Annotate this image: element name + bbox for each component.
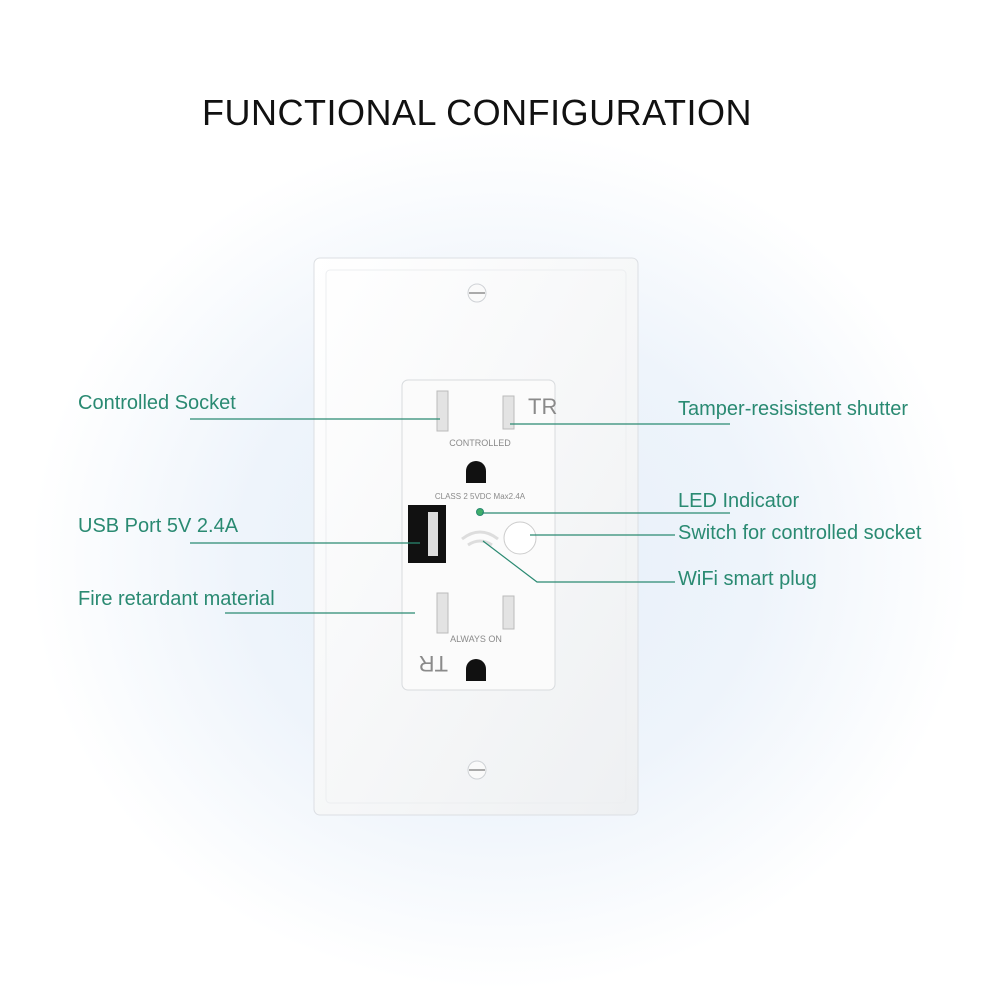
label-switch: Switch for controlled socket (678, 522, 922, 544)
always-on-slot-left (436, 592, 449, 634)
receptacle (401, 379, 556, 691)
class-marking: CLASS 2 5VDC Max2.4A (435, 492, 526, 501)
screw-top-icon (467, 283, 487, 303)
controlled-slot-right (502, 395, 515, 430)
label-controlled-socket: Controlled Socket (78, 392, 236, 414)
wifi-icon (461, 530, 499, 547)
page-title: FUNCTIONAL CONFIGURATION (202, 92, 752, 133)
tr-mark-bottom: TR (419, 651, 448, 676)
label-fire-retardant: Fire retardant material (78, 588, 275, 610)
usb-port-icon (408, 505, 446, 563)
led-indicator-icon (476, 508, 484, 516)
switch-button (503, 521, 537, 555)
controlled-slot-left (436, 390, 449, 432)
leader-lines (190, 418, 730, 614)
always-on-slot-right (502, 595, 515, 630)
screw-bottom-icon (467, 760, 487, 780)
tr-mark-top: TR (528, 394, 557, 419)
label-usb-port: USB Port 5V 2.4A (78, 515, 239, 537)
label-tamper-shutter: Tamper-resisistent shutter (678, 398, 909, 420)
controlled-marking: CONTROLLED (449, 438, 511, 448)
label-led-indicator: LED Indicator (678, 490, 800, 512)
label-wifi: WiFi smart plug (678, 568, 817, 590)
always-on-marking: ALWAYS ON (450, 634, 502, 644)
leader-wifi (482, 540, 675, 583)
always-on-ground-hole (466, 659, 486, 681)
controlled-ground-hole (466, 461, 486, 483)
